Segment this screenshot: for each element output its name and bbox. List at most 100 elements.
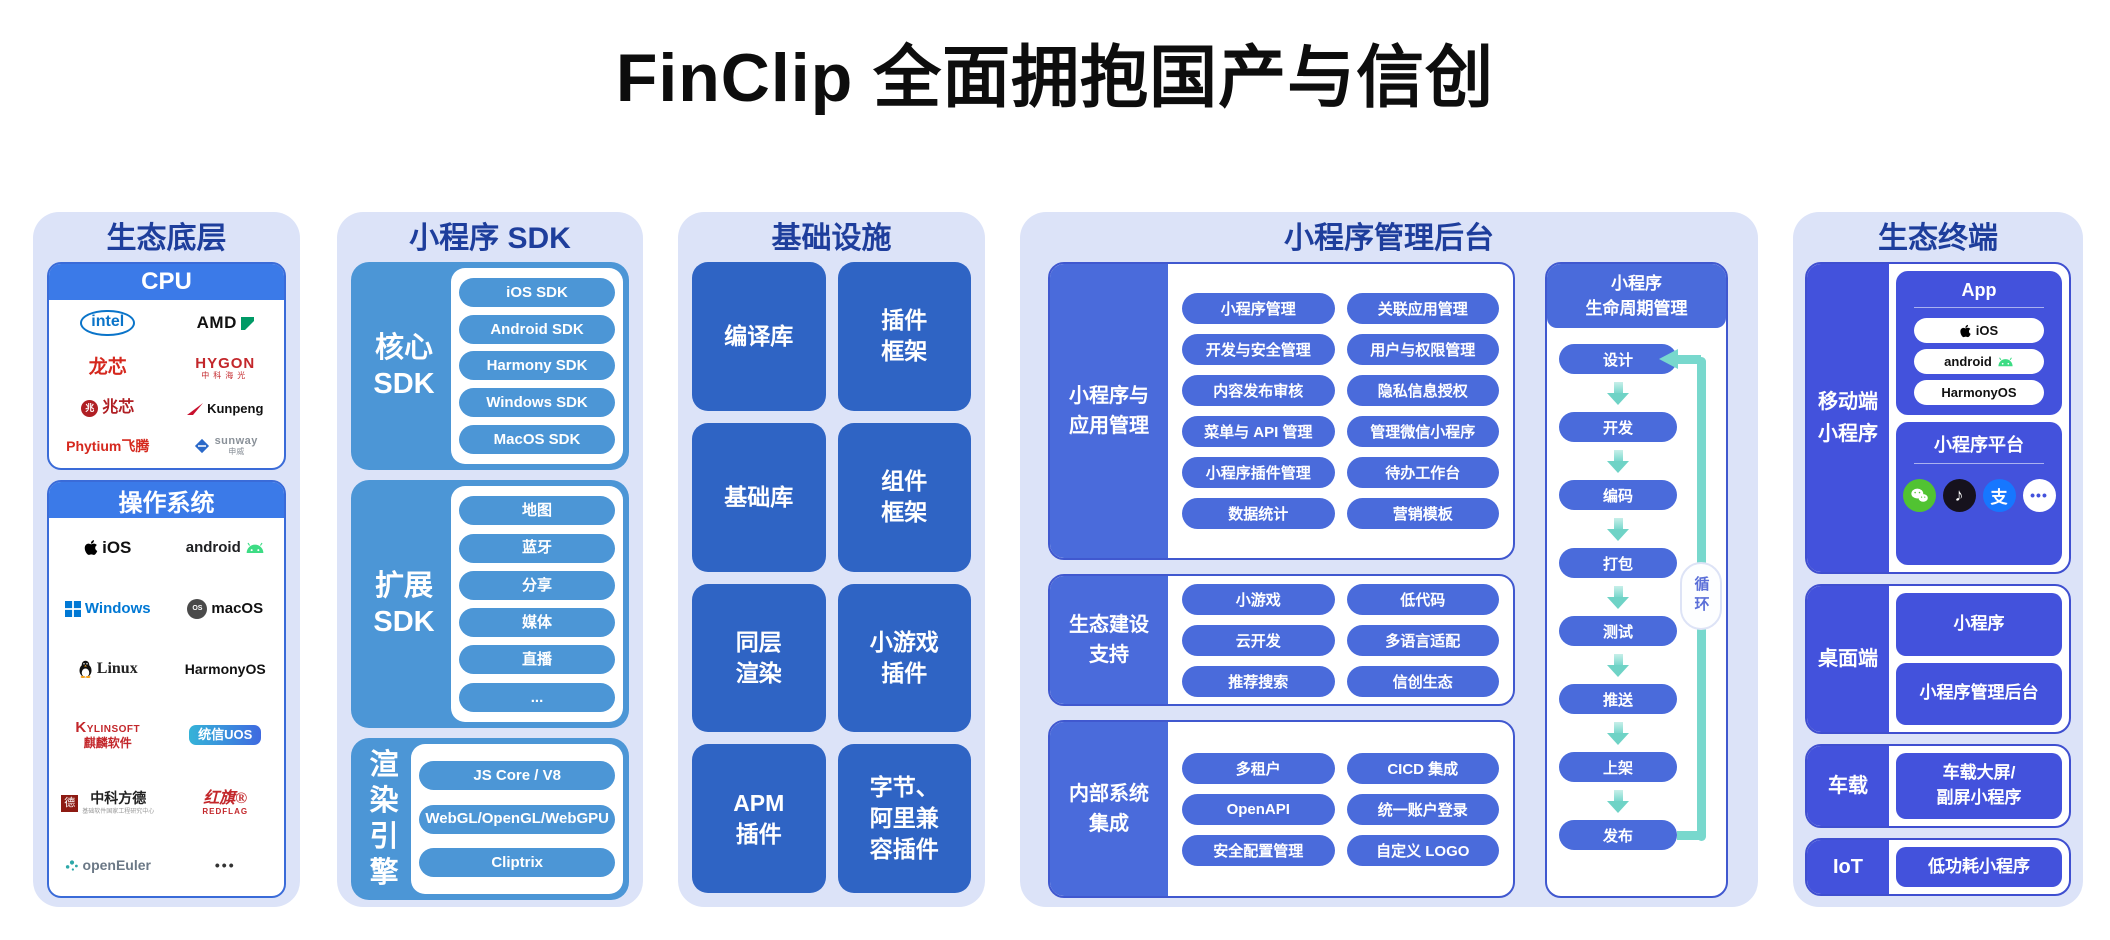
- kylinsoft-logo: KYLINSOFT 麒麟软件: [75, 719, 141, 750]
- infra-grid: 编译库 插件 框架 基础库 组件 框架 同层 渲染 小游戏 插件 APM 插件 …: [692, 262, 971, 893]
- mobile-terminal-card: 移动端 小程序 App iOS android HarmonyOS: [1805, 262, 2071, 574]
- desktop-terminal-card: 桌面端 小程序 小程序管理后台: [1805, 584, 2071, 734]
- pill-multitenant: 多租户: [1182, 752, 1335, 784]
- macos-logo: OS macOS: [187, 598, 263, 619]
- pill-lowcode: 低代码: [1346, 583, 1499, 615]
- down-arrow-icon: [1559, 374, 1677, 412]
- sunway-diamond-icon: [194, 439, 209, 454]
- lifecycle-loop-arrowhead-icon: [1659, 349, 1678, 369]
- redflag-logo: 红旗® REDFLAG: [202, 790, 248, 817]
- infra-title: 基础设施: [771, 222, 892, 255]
- kylinsoft-subtext: 麒麟软件: [83, 735, 132, 750]
- iot-tile-low-power-miniapp: 低功耗小程序: [1896, 847, 2062, 887]
- ellipsis-icon: •••: [214, 857, 236, 874]
- step-test: 测试: [1559, 616, 1677, 646]
- os-more-logo: •••: [215, 858, 236, 873]
- nfschina-logo: 德 中科方德 基础软件国家工程研究中心: [61, 791, 154, 815]
- admin-title: 小程序管理后台: [1284, 222, 1494, 255]
- render-engine-label: 渲染 引擎: [369, 748, 399, 890]
- sdk-pill-webgl: WebGL/OpenGL/WebGPU: [419, 804, 615, 834]
- pill-openapi: OpenAPI: [1182, 793, 1335, 825]
- openeuler-logo: openEuler: [65, 858, 151, 873]
- cpu-logo-grid: intel AMD 龙芯 HYGON 中科海光 兆 兆芯: [49, 300, 284, 466]
- app-subcard-header: App: [1961, 280, 1997, 300]
- admin-groups: 小程序与 应用管理 小程序管理 关联应用管理 开发与安全管理 用户与权限管理 内…: [1048, 262, 1515, 898]
- loongson-logo: 龙芯: [89, 358, 127, 378]
- group-internal-integration: 内部系统 集成 多租户 CICD 集成 OpenAPI 统一账户登录 安全配置管…: [1048, 720, 1515, 898]
- android-robot-icon: [1998, 356, 2013, 366]
- lifecycle-card: 小程序 生命周期管理 循环 设计 开发 编码 打包 测试 推送 上架: [1545, 262, 1728, 898]
- tile-bytedance-ali-plugin: 字节、 阿里兼 容插件: [837, 744, 971, 893]
- pill-xinchuang-eco: 信创生态: [1346, 665, 1499, 697]
- step-develop: 开发: [1559, 412, 1677, 442]
- sdk-pill-ios: iOS SDK: [459, 277, 615, 307]
- pill-dev-security-mgmt: 开发与安全管理: [1182, 334, 1335, 365]
- windows-logo: Windows: [64, 600, 151, 617]
- kylinsoft-wordmark: KYLINSOFT: [75, 719, 141, 737]
- tile-apm-plugin: APM 插件: [692, 744, 826, 893]
- tile-same-layer-render: 同层 渲染: [692, 583, 826, 733]
- divider: [1914, 462, 2044, 464]
- column-miniapp-sdk: 小程序 SDK 核心 SDK iOS SDK Android SDK Harmo…: [337, 212, 643, 907]
- extension-sdk-label: 扩展 SDK: [373, 569, 435, 638]
- loongson-wordmark: 龙芯: [88, 357, 127, 379]
- lifecycle-body: 循环 设计 开发 编码 打包 测试 推送 上架 发布: [1547, 328, 1726, 850]
- sunway-subtext: 申威: [228, 446, 245, 456]
- down-arrow-icon: [1559, 578, 1677, 616]
- intel-wordmark: intel: [80, 309, 136, 337]
- column-admin-console: 小程序管理后台 小程序与 应用管理 小程序管理 关联应用管理 开发与安全管理 用…: [1020, 212, 1758, 907]
- lifecycle-header: 小程序 生命周期管理: [1547, 264, 1726, 328]
- group-eco-support: 生态建设 支持 小游戏 低代码 云开发 多语言适配 推荐搜索 信创生态: [1048, 574, 1515, 706]
- iot-terminal-label: IoT: [1807, 840, 1889, 894]
- desktop-terminal-body: 小程序 小程序管理后台: [1889, 586, 2069, 732]
- sdk-pill-map: 地图: [459, 496, 615, 526]
- pill-linked-app-mgmt: 关联应用管理: [1346, 293, 1499, 324]
- car-terminal-label: 车载: [1807, 746, 1889, 826]
- desktop-tile-miniapp: 小程序: [1896, 593, 2062, 656]
- mobile-terminal-label: 移动端 小程序: [1807, 264, 1889, 572]
- down-arrow-icon: [1559, 442, 1677, 480]
- nfschina-wordmark: 中科方德: [90, 791, 147, 807]
- sdk-pill-harmony: Harmony SDK: [459, 351, 615, 381]
- mobile-terminal-body: App iOS android HarmonyOS 小程序平台: [1889, 264, 2069, 572]
- hygon-subtext: 中科海光: [201, 371, 250, 381]
- step-package: 打包: [1559, 548, 1677, 578]
- uos-logo: 统信UOS: [189, 725, 262, 745]
- pill-security-config: 安全配置管理: [1182, 834, 1335, 866]
- windows-icon: [64, 600, 81, 617]
- amd-arrow-icon: [240, 316, 254, 330]
- zhaoxin-wordmark: 兆芯: [102, 399, 135, 417]
- more-platforms-icon: •••: [2022, 478, 2056, 512]
- group-app-management: 小程序与 应用管理 小程序管理 关联应用管理 开发与安全管理 用户与权限管理 内…: [1048, 262, 1515, 560]
- pill-cicd: CICD 集成: [1346, 752, 1499, 784]
- step-push: 推送: [1559, 684, 1677, 714]
- ios-logo: iOS: [84, 539, 131, 557]
- app-pill-harmonyos: HarmonyOS: [1914, 380, 2044, 405]
- core-sdk-label: 核心 SDK: [373, 331, 435, 400]
- linux-logo: Linux: [78, 660, 138, 679]
- tile-minigame-plugin: 小游戏 插件: [837, 583, 971, 733]
- intel-logo: intel: [80, 309, 136, 337]
- alipay-icon: 支: [1982, 478, 2016, 512]
- car-terminal-card: 车载 车载大屏/ 副屏小程序: [1805, 744, 2071, 828]
- apple-icon: [1960, 324, 1971, 337]
- lifecycle-loop-label: 循环: [1680, 562, 1722, 630]
- step-code: 编码: [1559, 480, 1677, 510]
- sdk-pill-share: 分享: [459, 570, 615, 600]
- app-pill-ios: iOS: [1914, 318, 2044, 343]
- group-eco-support-label: 生态建设 支持: [1050, 576, 1168, 704]
- openeuler-icon: [65, 860, 78, 871]
- harmonyos-wordmark: HarmonyOS: [184, 661, 266, 678]
- sdk-pill-more: ...: [459, 682, 615, 712]
- linux-penguin-icon: [79, 661, 92, 679]
- android-robot-icon: [246, 542, 264, 553]
- pill-cloud-dev: 云开发: [1182, 624, 1335, 656]
- car-tile-miniapp: 车载大屏/ 副屏小程序: [1896, 753, 2062, 819]
- redflag-wordmark: 红旗®: [203, 790, 248, 808]
- desktop-terminal-label: 桌面端: [1807, 586, 1889, 732]
- group-eco-support-body: 小游戏 低代码 云开发 多语言适配 推荐搜索 信创生态: [1168, 576, 1513, 704]
- pill-data-statistics: 数据统计: [1182, 498, 1335, 529]
- column-eco-base: 生态底层 CPU intel AMD 龙芯 HYGON 中科海光: [33, 212, 300, 907]
- pill-wechat-miniapp-mgmt: 管理微信小程序: [1346, 416, 1499, 447]
